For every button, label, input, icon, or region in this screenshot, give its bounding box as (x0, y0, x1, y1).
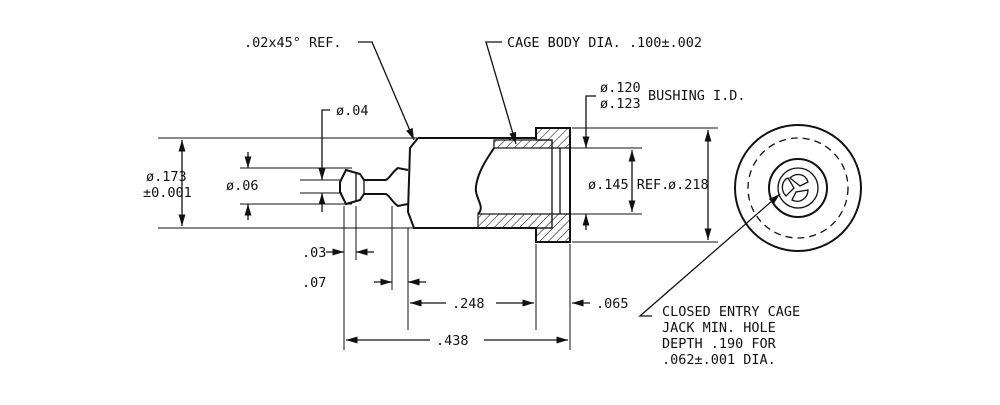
dim-438-label: .438 (436, 333, 469, 349)
pin-dia-label: ø.06 (226, 178, 259, 194)
cage-hatch-top (493, 139, 553, 149)
end-hidden-circle (747, 137, 849, 239)
dim-07-label: .07 (302, 275, 326, 291)
note-line-2: JACK MIN. HOLE (662, 320, 776, 336)
cage-fingers (781, 173, 809, 202)
note-line-1: CLOSED ENTRY CAGE (662, 304, 800, 320)
dim-065-label: .065 (596, 296, 629, 312)
end-view (734, 124, 862, 252)
labels: .02x45° REF. CAGE BODY DIA. .100±.002 ø.… (143, 35, 800, 368)
note-line-4: .062±.001 DIA. (662, 352, 776, 368)
flange-dia-label: ø.218 (668, 177, 709, 193)
pin-outline (339, 166, 409, 208)
end-flange-circle (734, 124, 862, 252)
end-body-circle (768, 158, 828, 218)
body-dia-label-b: ±0.001 (143, 185, 192, 201)
note-line-3: DEPTH .190 FOR (662, 336, 777, 352)
dim-248-label: .248 (452, 296, 485, 312)
side-view (339, 127, 571, 243)
dimensions (158, 41, 781, 350)
bushing-id-label-b: ø.123 (600, 96, 641, 112)
chamfer-ref-label: .02x45° REF. (244, 35, 342, 51)
body-dia-label-a: ø.173 (146, 169, 187, 185)
break-line (474, 147, 495, 215)
bore-ref-label: ø.145 REF. (588, 177, 669, 193)
end-cage-circle (777, 167, 819, 209)
bushing-id-label: BUSHING I.D. (648, 88, 746, 104)
tip-dia-label: ø.04 (336, 103, 369, 119)
cage-hatch-bottom (477, 213, 553, 229)
dim-03-label: .03 (302, 245, 326, 261)
cage-body-dia-label: CAGE BODY DIA. .100±.002 (507, 35, 702, 51)
bushing-id-label-a: ø.120 (600, 80, 641, 96)
